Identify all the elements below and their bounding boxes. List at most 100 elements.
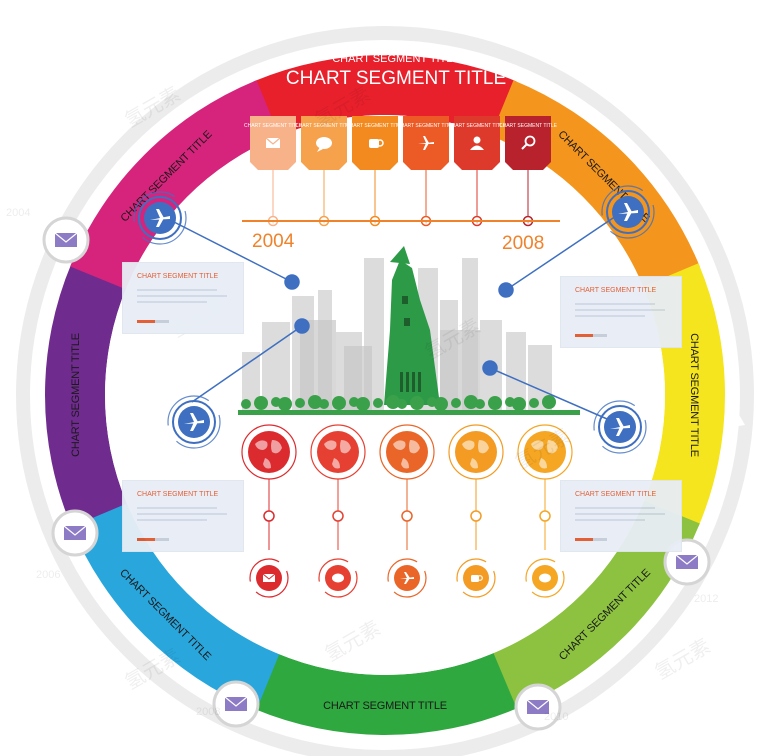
airplane-icon [184, 413, 204, 431]
airplane-badge [167, 395, 221, 449]
globe-row [241, 424, 573, 598]
info-card-top-left: CHART SEGMENT TITLE [122, 262, 244, 334]
tree [241, 399, 251, 409]
tree [397, 399, 407, 409]
airplane-badge [601, 185, 655, 239]
globe-pin [241, 424, 297, 598]
card-title: CHART SEGMENT TITLE [575, 287, 657, 294]
tree [356, 397, 370, 411]
tree [386, 395, 400, 409]
timeline-end-year: 2008 [502, 233, 544, 254]
tree [512, 397, 526, 411]
info-card-bottom-right: CHART SEGMENT TITLE [560, 480, 682, 552]
airplane-badge [133, 191, 187, 245]
svg-text:+: + [373, 219, 377, 226]
tree [332, 396, 346, 410]
tag-label: CHART SEGMENT TITLE [499, 123, 558, 129]
tree [529, 398, 539, 408]
tree-row [241, 395, 556, 411]
header-subtitle: CHART SEGMENT TITLE [332, 53, 460, 65]
globe-pin [517, 424, 573, 598]
envelope-icon [54, 232, 78, 247]
cityscape-illustration [238, 246, 580, 415]
ground-strip [238, 410, 580, 415]
tree [464, 395, 478, 409]
globe-pin [448, 424, 504, 598]
segment-label: CHART SEGMENT TITLE [70, 333, 82, 457]
ring-segment [70, 80, 280, 290]
tree [475, 399, 485, 409]
tree [278, 397, 292, 411]
ring-segment [253, 653, 517, 735]
tree [373, 398, 383, 408]
svg-text:+: + [475, 219, 479, 226]
info-card-bottom-left: CHART SEGMENT TITLE [122, 480, 244, 552]
tag-label: CHART SEGMENT TITLE [397, 123, 456, 129]
watermark-text: 氢元素 [651, 634, 715, 685]
airplane-badges [133, 185, 655, 454]
airplane-icon [150, 209, 170, 227]
tag: CHART SEGMENT TITLE + [397, 116, 456, 227]
tree [451, 398, 461, 408]
svg-text:+: + [271, 219, 275, 226]
envelope-icon [63, 525, 87, 540]
watermark-year: 2010 [544, 711, 568, 723]
ring-segment [44, 263, 127, 527]
card-title: CHART SEGMENT TITLE [575, 491, 657, 498]
ring-segment [70, 500, 280, 710]
watermark-year: 2008 [196, 706, 220, 718]
watermark-year: 2004 [6, 207, 30, 219]
tree [434, 397, 448, 411]
chat-icon [316, 137, 332, 152]
tree [488, 396, 502, 410]
mail-icon [262, 573, 276, 582]
airplane-badge [593, 400, 647, 454]
tree [254, 396, 268, 410]
globe-pin [379, 424, 435, 598]
tag-label: CHART SEGMENT TITLE [295, 123, 354, 129]
svg-text:+: + [526, 219, 530, 226]
header-title: CHART SEGMENT TITLE [286, 68, 506, 89]
envelope-button[interactable] [212, 680, 260, 728]
svg-text:+: + [424, 219, 428, 226]
timeline: 2004 2008 [242, 220, 560, 254]
tree [319, 399, 329, 409]
chat-icon [539, 573, 551, 583]
airplane-icon [418, 136, 434, 150]
tag-label: CHART SEGMENT TITLE [346, 123, 405, 129]
segment-label: CHART SEGMENT TITLE [323, 700, 447, 712]
airplane-icon [618, 203, 638, 221]
tag: CHART SEGMENT TITLE + [448, 116, 507, 227]
airplane-icon [610, 418, 630, 436]
card-title: CHART SEGMENT TITLE [137, 273, 219, 280]
tag-label: CHART SEGMENT TITLE [448, 123, 507, 129]
airplane-icon [400, 572, 414, 584]
info-card-top-right: CHART SEGMENT TITLE [560, 276, 682, 348]
envelope-icon [675, 554, 699, 569]
envelope-button[interactable] [51, 509, 99, 557]
tag-row: CHART SEGMENT TITLE + CHART SEGMENT TITLE +… [244, 116, 558, 227]
tag-label: CHART SEGMENT TITLE [244, 123, 303, 129]
tree [295, 398, 305, 408]
chat-icon [332, 573, 344, 583]
watermark-year: 2012 [694, 593, 718, 605]
search-icon [521, 135, 536, 150]
envelope-button[interactable] [42, 216, 90, 264]
green-tower [384, 246, 440, 405]
envelope-icon [526, 699, 550, 714]
tree [308, 395, 322, 409]
svg-text:+: + [322, 219, 326, 226]
timeline-start-year: 2004 [252, 231, 295, 252]
connectors [173, 211, 623, 423]
globe-pin [310, 424, 366, 598]
envelope-icon [224, 696, 248, 711]
tree [410, 396, 424, 410]
card-title: CHART SEGMENT TITLE [137, 491, 219, 498]
envelope-button[interactable] [514, 683, 562, 731]
ring-segment [490, 500, 700, 710]
watermark-year: 2006 [36, 569, 60, 581]
coffee-icon [471, 575, 483, 582]
mail-icon [265, 137, 281, 148]
coffee-icon [369, 139, 384, 148]
